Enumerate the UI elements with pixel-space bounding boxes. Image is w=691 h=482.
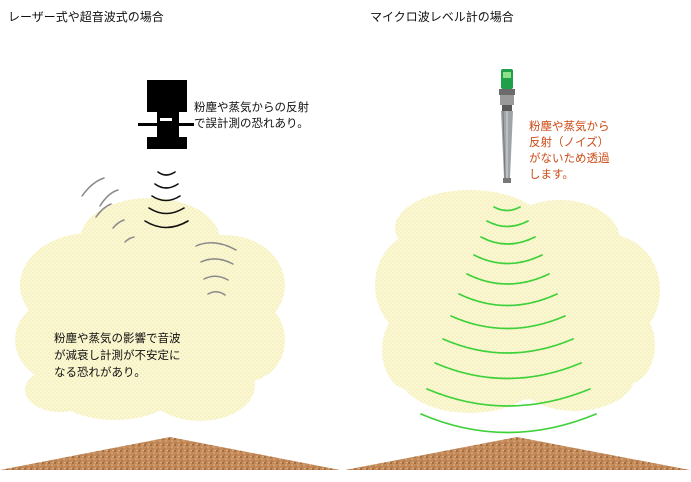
right-microwave-arcs [420,206,597,434]
right-sensor-note-line: 反射（ノイズ） [529,135,610,149]
left-cloud-note-line: なる恐れがあり。 [54,365,146,379]
left-dust-cloud [15,198,285,421]
left-sensor-note: 粉塵や蒸気からの反射 で誤計測の恐れあり。 [194,99,309,131]
right-sensor-note-line: します。 [529,167,574,181]
ultrasonic-sensor-icon [138,80,194,149]
left-panel-title: レーザー式や超音波式の場合 [8,10,164,24]
pile-left [0,437,340,470]
pile-right [345,437,690,470]
left-scattered-waves [81,177,237,296]
left-emitted-waves [144,171,189,229]
left-sensor-note-line: 粉塵や蒸気からの反射 [194,100,309,114]
left-panel [0,80,340,470]
right-panel [345,69,690,470]
right-dust-cloud [375,190,660,413]
right-panel-title: マイクロ波レベル計の場合 [370,10,514,24]
right-sensor-note: 粉塵や蒸気から 反射（ノイズ） がないため透過 します。 [529,118,610,182]
left-cloud-note-line: 粉塵や蒸気の影響で音波 [54,331,181,345]
left-cloud-note: 粉塵や蒸気の影響で音波 が減衰し計測が不安定に なる恐れがあり。 [54,330,181,381]
left-cloud-note-line: が減衰し計測が不安定に [54,348,181,362]
microwave-radar-sensor-icon [499,69,515,183]
left-sensor-note-line: で誤計測の恐れあり。 [194,116,309,130]
right-sensor-note-line: がないため透過 [529,151,610,165]
right-sensor-note-line: 粉塵や蒸気から [529,119,610,133]
